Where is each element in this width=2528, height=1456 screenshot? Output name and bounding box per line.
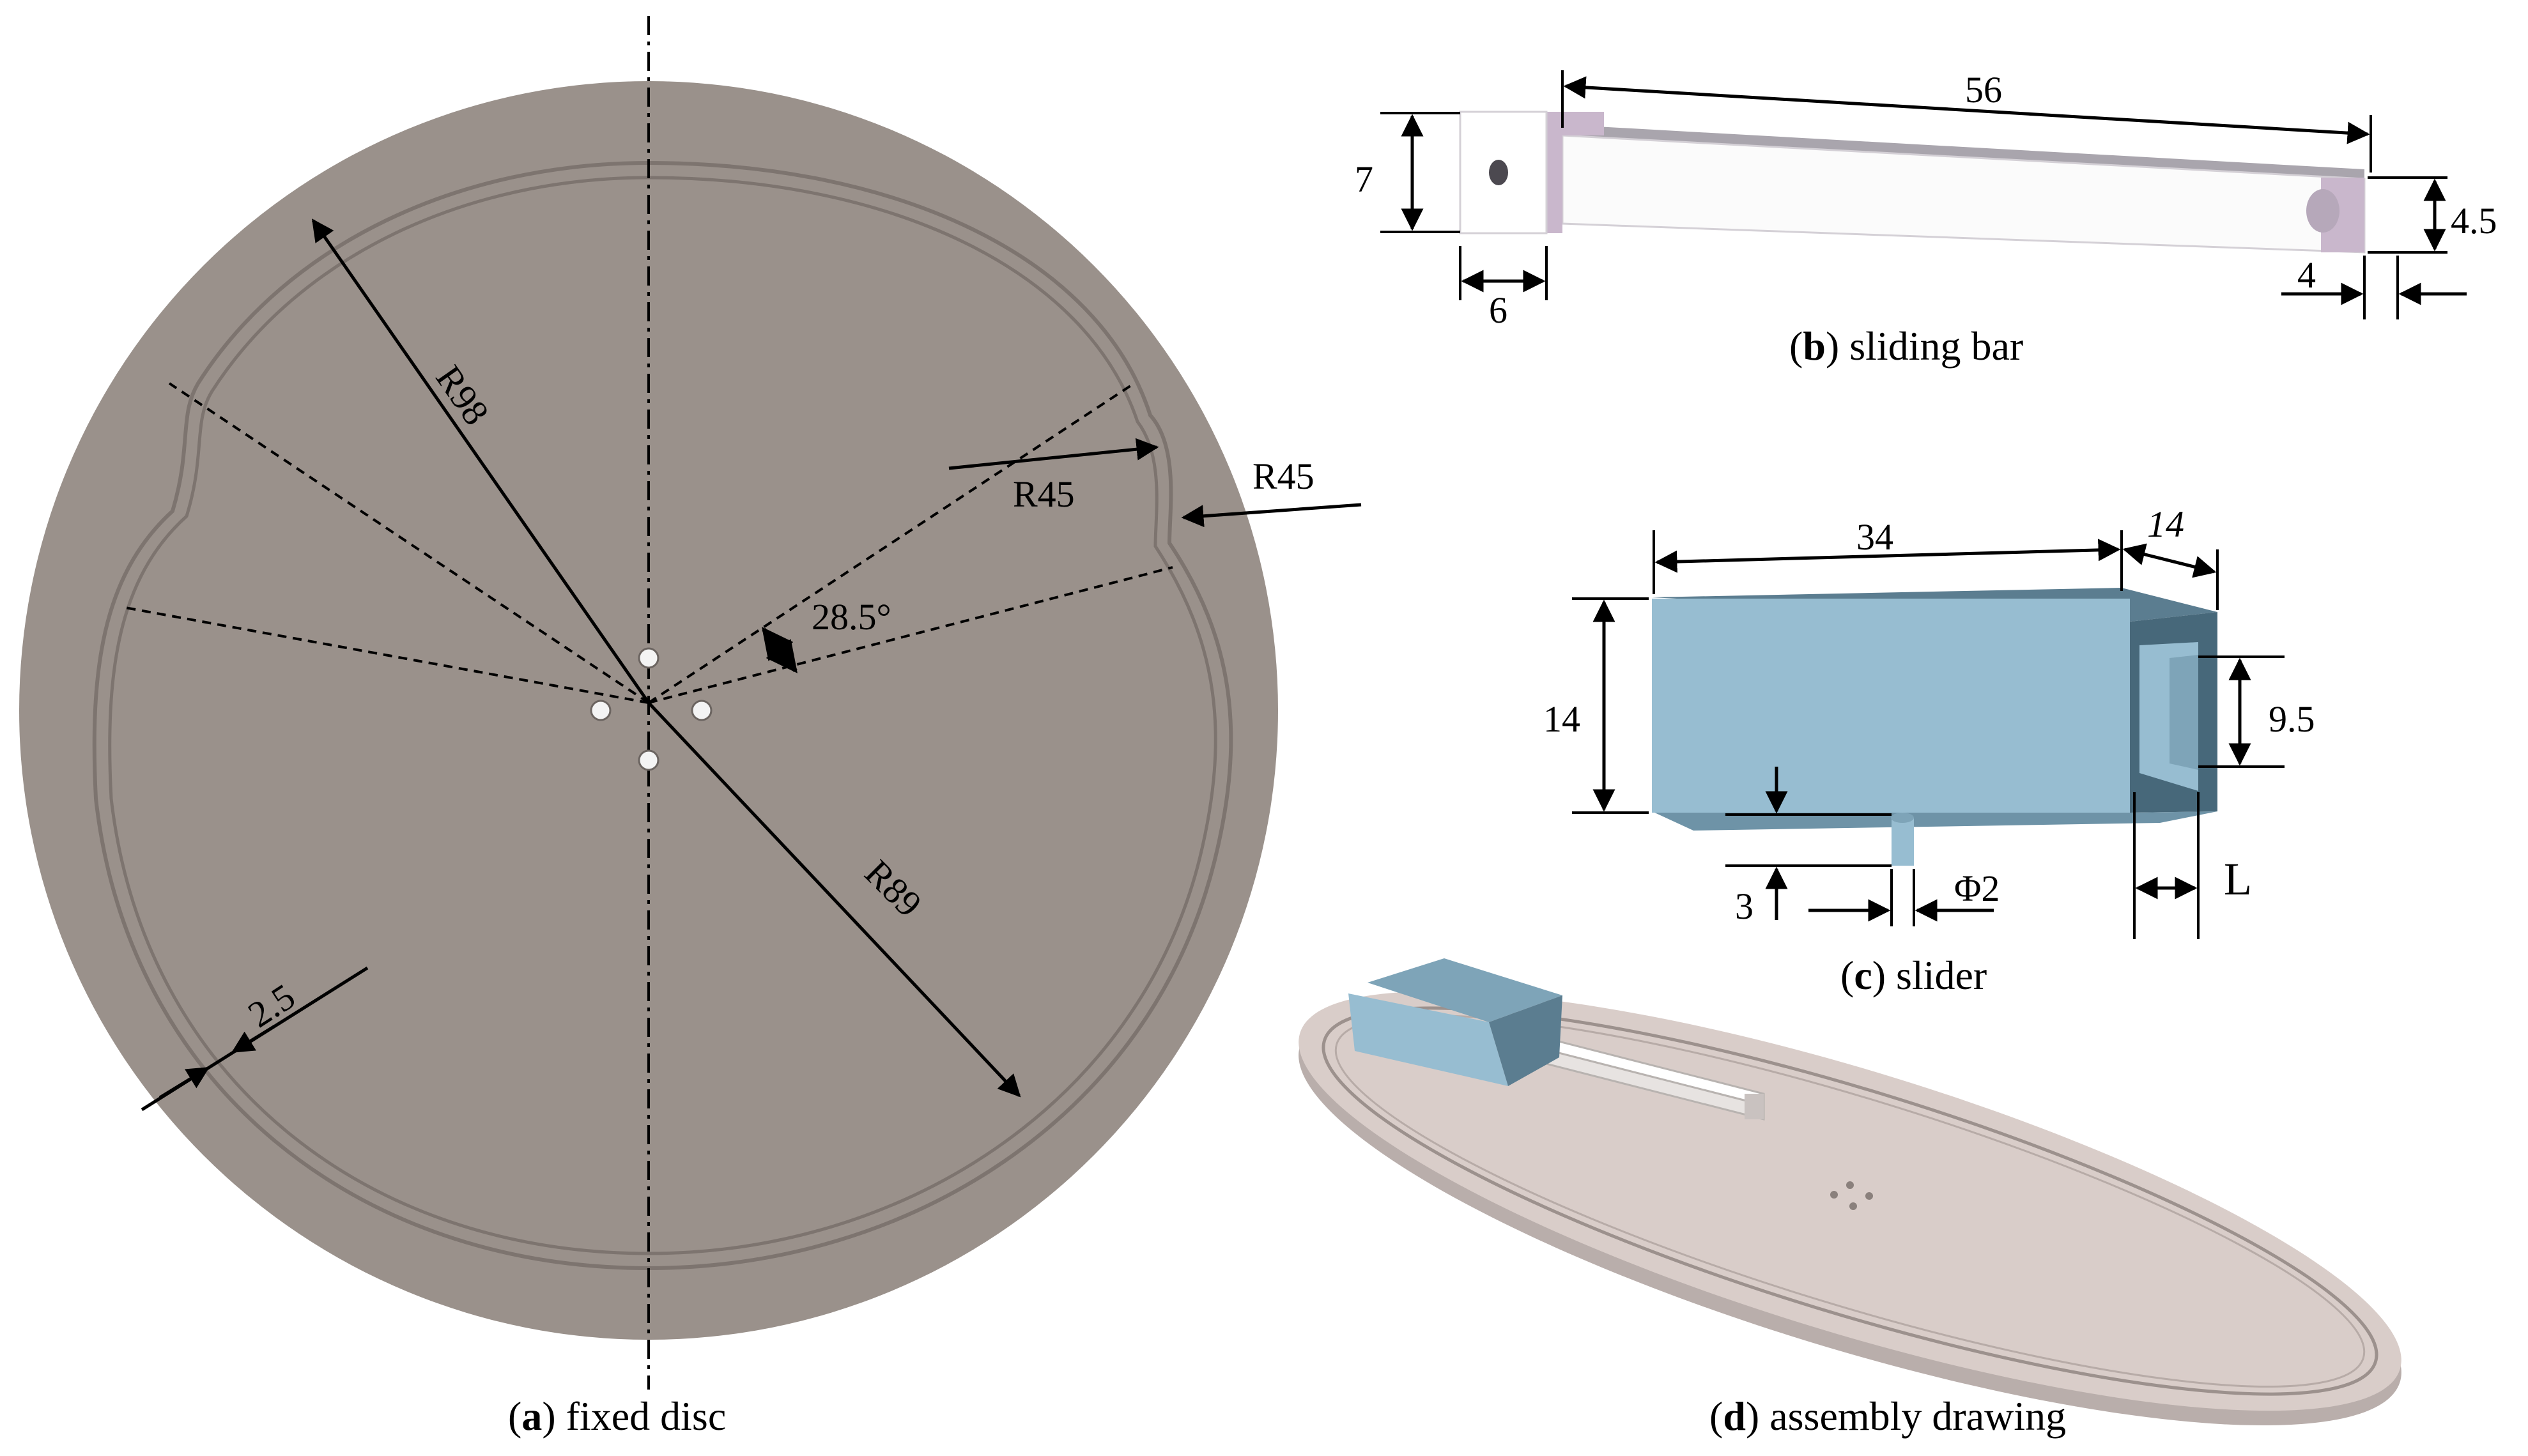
slider-pin-top	[1891, 813, 1914, 823]
bolt-hole-bottom	[638, 749, 659, 771]
width-arrow-b	[231, 1024, 276, 1054]
label-slider-14-depth: 14	[2147, 503, 2184, 545]
assembly-hole-4	[1849, 1202, 1857, 1210]
caption-a: (a) fixed disc	[508, 1393, 726, 1439]
assembly-bar-end	[1745, 1094, 1764, 1119]
label-slider-l: L	[2224, 854, 2252, 905]
width-arrow-a	[158, 1066, 210, 1100]
caption-d: (d) assembly drawing	[1709, 1393, 2066, 1439]
bolt-hole-top	[638, 647, 659, 669]
slider-bottom-face	[1652, 811, 2217, 831]
caption-b-letter: b	[1803, 323, 1826, 369]
assembly-hole-2	[1830, 1191, 1838, 1199]
assembly-slider-end	[1489, 995, 1562, 1086]
label-slider-14-height: 14	[1543, 698, 1580, 740]
label-slider-3: 3	[1735, 885, 1753, 927]
assembly-plate-top	[1299, 991, 2401, 1411]
caption-c: (c) slider	[1840, 953, 1987, 998]
label-r45-outer: R45	[1252, 456, 1314, 497]
dashed-ray-1	[168, 382, 650, 704]
label-bar-7: 7	[1355, 158, 1373, 200]
assembly-hole-1	[1846, 1181, 1854, 1189]
assembly-plate-groove-inner	[1334, 1015, 2366, 1388]
r98-dimension-line	[311, 218, 651, 704]
panel-b-sliding-bar: 56 7 4.5 6 4 (b) sliding bar	[1355, 69, 2497, 369]
panel-d-assembly: (d) assembly drawing	[1299, 958, 2401, 1439]
bolt-hole-left	[590, 700, 612, 721]
label-r45-inner: R45	[1013, 473, 1075, 515]
panel-a-fixed-disc: R98 R89 R45 R45 28.5° 2.5 (a) fixed disc	[19, 16, 1362, 1439]
disc-groove-outer	[92, 160, 1233, 1271]
slider-slot-inner	[2170, 655, 2198, 770]
assembly-slider-top	[1368, 958, 1562, 1022]
assembly-slider-front	[1348, 993, 1508, 1086]
assembly-hole-3	[1865, 1192, 1873, 1200]
dashed-ray-4	[648, 566, 1173, 704]
caption-c-letter: c	[1854, 953, 1872, 998]
label-slider-9-5: 9.5	[2269, 698, 2315, 740]
caption-a-text: fixed disc	[556, 1393, 727, 1439]
dashed-ray-2	[121, 606, 649, 704]
label-bar-4: 4	[2297, 254, 2316, 296]
bar-left-end-side	[1546, 112, 1604, 233]
label-angle: 28.5°	[812, 596, 891, 638]
caption-b: (b) sliding bar	[1789, 323, 2023, 369]
r45-outer-arrow	[1181, 503, 1362, 528]
label-bar-56: 56	[1965, 69, 2002, 111]
label-slider-phi2: Φ2	[1954, 868, 2000, 909]
caption-c-text: slider	[1886, 953, 1987, 998]
assembly-plate-groove	[1322, 1006, 2378, 1396]
label-bar-6: 6	[1489, 289, 1507, 331]
slider-pin	[1892, 818, 1914, 866]
r45-inner-arrow	[948, 438, 1159, 470]
dashed-ray-3	[647, 382, 1136, 704]
bar-dim-56-line	[1563, 76, 2370, 144]
r89-dimension-line	[647, 701, 1021, 1098]
panel-c-slider: 34 14 14 9.5 3 Φ2 L (c) slider	[1543, 503, 2315, 998]
bar-left-hole	[1489, 160, 1508, 185]
caption-a-letter: a	[521, 1393, 542, 1439]
label-bar-4-5: 4.5	[2451, 200, 2497, 241]
bar-right-hole	[2306, 189, 2339, 233]
caption-b-text: sliding bar	[1839, 323, 2023, 369]
slider-front-face	[1652, 599, 2130, 813]
caption-d-text: assembly drawing	[1759, 1393, 2066, 1439]
slider-dim-14-depth-line	[2122, 543, 2217, 578]
slider-dim-34-line	[1654, 539, 2121, 573]
bolt-hole-right	[691, 700, 713, 721]
caption-d-letter: d	[1723, 1393, 1746, 1439]
label-slider-34: 34	[1856, 516, 1893, 558]
angle-dimension-arrow	[762, 627, 798, 673]
